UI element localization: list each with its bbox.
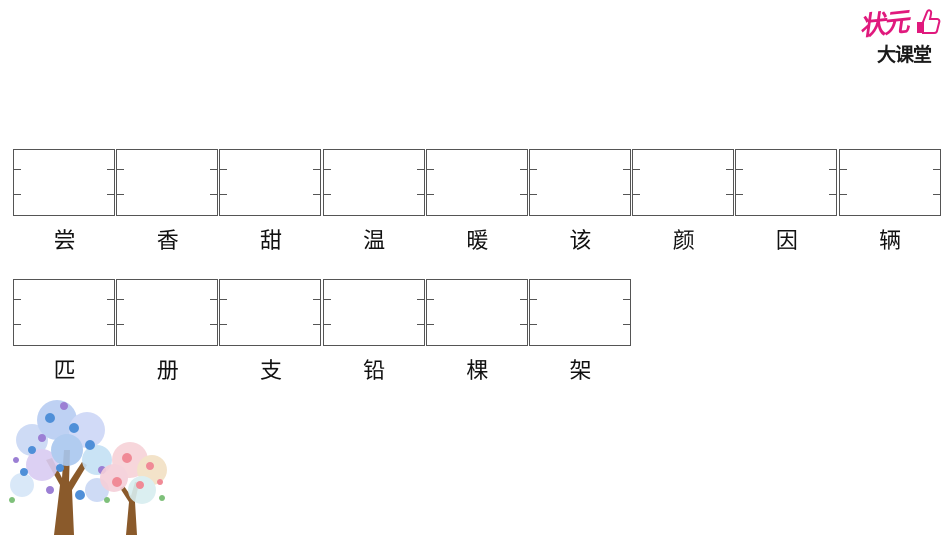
thumbs-up-icon	[917, 9, 941, 34]
writing-box	[219, 279, 322, 346]
character-label: 支	[259, 359, 282, 384]
writing-grid-row-2	[13, 279, 632, 346]
character-label: 匹	[53, 359, 76, 384]
writing-box	[13, 279, 115, 346]
logo-bottom-text: 大课堂	[877, 44, 932, 66]
writing-box	[838, 149, 941, 216]
writing-box	[632, 149, 735, 216]
character-label: 铅	[363, 359, 386, 384]
writing-box	[13, 149, 115, 216]
writing-box	[116, 149, 219, 216]
writing-box	[735, 149, 838, 216]
writing-box	[528, 149, 631, 216]
writing-box	[528, 279, 631, 346]
writing-box	[322, 149, 425, 216]
character-row-1: 尝 香 甜 温 暖 该 颜 因 辆	[13, 228, 942, 256]
character-label: 册	[156, 359, 179, 384]
writing-box	[425, 149, 528, 216]
writing-grid-row-1	[13, 149, 942, 216]
character-label: 因	[775, 229, 798, 254]
writing-box	[425, 279, 528, 346]
character-row-2: 匹 册 支 铅 棵 架	[13, 358, 632, 386]
character-label: 暖	[466, 229, 489, 254]
writing-box	[322, 279, 425, 346]
character-label: 棵	[466, 359, 489, 384]
character-label: 香	[156, 229, 179, 254]
character-label: 尝	[53, 229, 76, 254]
character-label: 甜	[259, 229, 282, 254]
writing-box	[116, 279, 219, 346]
character-label: 颜	[672, 229, 695, 254]
character-label: 温	[363, 229, 386, 254]
character-label: 该	[569, 229, 592, 254]
character-label: 辆	[879, 229, 902, 254]
writing-box	[219, 149, 322, 216]
logo-top-text: 状元	[857, 7, 909, 43]
character-label: 架	[569, 359, 592, 384]
brand-logo: 状元 大课堂	[855, 4, 947, 66]
tree-illustration-icon	[9, 400, 167, 535]
